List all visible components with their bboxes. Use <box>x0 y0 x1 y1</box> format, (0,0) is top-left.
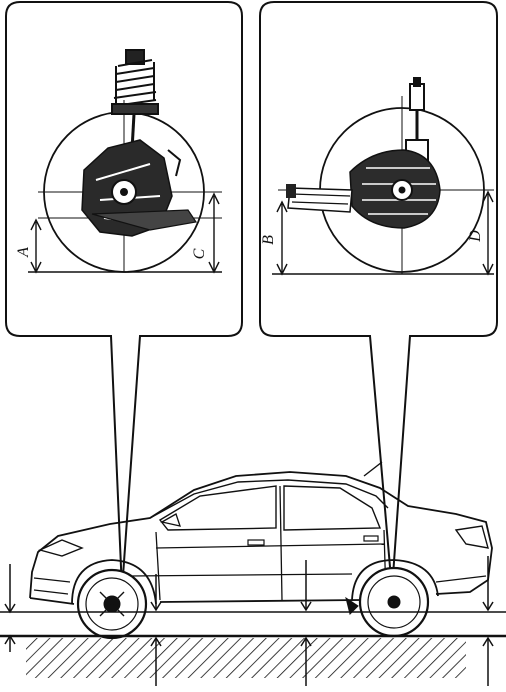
front-door-window <box>158 485 277 531</box>
front-door-handle <box>247 539 265 546</box>
dimension-a <box>30 218 42 274</box>
dimension-b-label: B <box>260 235 277 245</box>
rear-door-handle <box>363 535 379 542</box>
reference-lines <box>0 611 506 638</box>
dimension-b <box>276 200 288 276</box>
rear-door-window <box>283 485 382 531</box>
rear-hub-illustration <box>286 149 441 229</box>
ground-dimension-arrows <box>4 556 494 686</box>
car-side-view <box>29 461 493 605</box>
ground-hatching <box>26 638 466 678</box>
front-wheel-arch <box>71 559 157 605</box>
car-body-outline <box>29 471 493 605</box>
dimension-c-label: C <box>191 248 208 259</box>
rear-wheel-arch <box>351 559 439 601</box>
dimension-a-label: A <box>15 247 32 258</box>
headlight <box>37 539 84 557</box>
dimension-d-label: D <box>467 230 484 243</box>
dimension-c <box>208 192 220 274</box>
front-wheel <box>76 568 148 640</box>
front-hub-knuckle-illustration <box>81 139 198 237</box>
dimension-d <box>482 190 494 276</box>
rear-wheel <box>345 566 430 638</box>
tail-light <box>454 525 489 549</box>
right-callout: B D <box>259 1 498 591</box>
left-callout: A C <box>5 1 243 591</box>
left-callout-bubble <box>5 1 243 591</box>
right-callout-bubble <box>259 1 498 591</box>
side-mirror <box>160 513 181 527</box>
